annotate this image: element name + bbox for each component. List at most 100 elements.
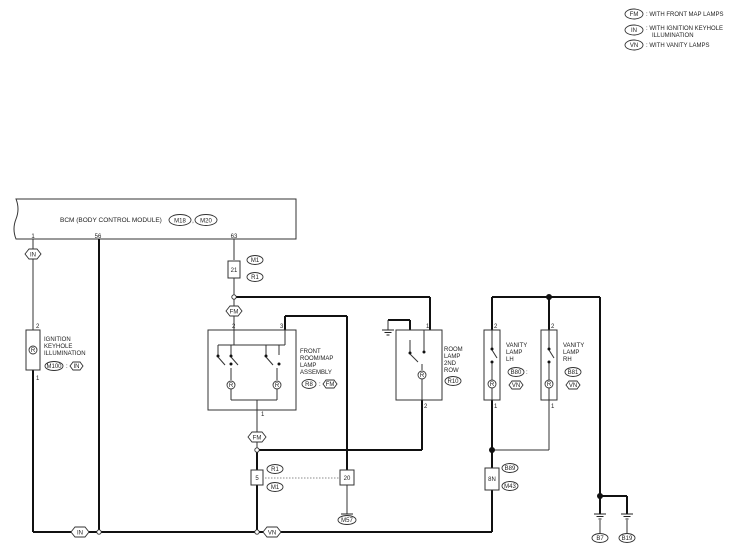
svg-text:IN: IN	[30, 252, 36, 258]
connector-mid: 5 20 R1 M1 M57	[250, 464, 357, 525]
svg-text:2: 2	[424, 404, 428, 410]
svg-text:1: 1	[426, 324, 430, 330]
legend-vn-code: VN	[630, 43, 638, 49]
svg-text:M1: M1	[251, 258, 260, 264]
vanity-lh-line1: VANITY	[506, 343, 527, 349]
svg-text:M43: M43	[504, 484, 516, 490]
svg-text:R: R	[490, 382, 495, 388]
svg-text:21: 21	[231, 268, 238, 274]
splices	[96, 294, 603, 535]
svg-text:R: R	[229, 383, 234, 389]
keyhole-pin-bot: 1	[36, 376, 40, 382]
tag-fm-mid: FM	[247, 431, 267, 443]
svg-text:2: 2	[551, 324, 555, 330]
svg-text:VN: VN	[268, 530, 276, 536]
legend-fm-text: : WITH FRONT MAP LAMPS	[646, 12, 723, 18]
svg-text::: :	[319, 382, 321, 388]
connector-r1: 21 M1 R1	[227, 255, 264, 282]
bcm-sep: ,	[192, 218, 194, 224]
ground-b19: B19	[622, 536, 633, 542]
svg-text:20: 20	[344, 476, 351, 482]
keyhole-pin-top: 2	[36, 324, 40, 330]
vanity-rh-line3: RH	[563, 357, 572, 363]
vanity-lh-line3: LH	[506, 357, 514, 363]
svg-text:R: R	[275, 383, 280, 389]
vanity-lh-conn: B80	[511, 370, 522, 376]
room-lamp-line2: LAMP	[444, 354, 460, 360]
legend-fm-pill	[624, 8, 644, 20]
vanity-rh-line2: LAMP	[563, 350, 579, 356]
ground-symbol	[594, 513, 606, 520]
ground-b7: B7	[596, 536, 604, 542]
vanity-rh-tag: VN	[569, 383, 577, 389]
svg-text:1: 1	[551, 404, 555, 410]
svg-text:FM: FM	[253, 435, 262, 441]
tag-fm-top: FM	[225, 305, 243, 317]
room-lamp-line3: 2ND	[444, 361, 457, 367]
bcm-box	[13, 198, 297, 240]
splice-open	[96, 529, 102, 535]
vanity-rh-line1: VANITY	[563, 343, 584, 349]
front-lamp-tag: FM	[326, 382, 335, 388]
legend-in-text: : WITH IGNITION KEYHOLE	[646, 26, 723, 32]
room-lamp-box	[395, 329, 443, 401]
bcm-conn2-pill	[194, 214, 218, 226]
splice-open	[254, 529, 260, 535]
svg-text::: :	[526, 370, 528, 376]
svg-text:R1: R1	[251, 275, 259, 281]
connector-b89: 8N B89 M43	[484, 463, 519, 491]
ground-symbol	[382, 329, 394, 336]
vanity-lh-line2: LAMP	[506, 350, 522, 356]
keyhole-line3: ILLUMINATION	[44, 351, 86, 357]
svg-text:B89: B89	[505, 466, 516, 472]
svg-text:M1: M1	[271, 485, 280, 491]
svg-text:R1: R1	[271, 467, 279, 473]
front-lamp-conn: R8	[305, 382, 313, 388]
front-lamp-box	[207, 329, 297, 411]
svg-text:8N: 8N	[488, 477, 496, 483]
svg-text:1: 1	[261, 412, 265, 418]
svg-text:R: R	[420, 373, 425, 379]
bcm-label: BCM (BODY CONTROL MODULE)	[60, 217, 162, 224]
legend-vn-pill	[624, 39, 644, 51]
bcm-conn2: M20	[200, 218, 212, 224]
ground-symbol	[621, 513, 633, 520]
legend: FM : WITH FRONT MAP LAMPS IN : WITH IGNI…	[624, 8, 723, 51]
front-lamp-line2: ROOM/MAP	[300, 356, 333, 362]
bcm-module: BCM (BODY CONTROL MODULE) M18 , M20 1 56…	[13, 198, 297, 240]
svg-text::: :	[66, 364, 68, 370]
legend-vn-text: : WITH VANITY LAMPS	[646, 43, 709, 49]
svg-text:R: R	[547, 382, 552, 388]
keyhole-tag: IN	[74, 364, 80, 370]
front-lamp-line4: ASSEMBLY	[300, 370, 332, 376]
legend-in-code: IN	[631, 28, 637, 34]
legend-in-pill	[624, 24, 644, 36]
bcm-conn1: M18	[174, 218, 186, 224]
svg-text:3: 3	[280, 324, 284, 330]
splice-open	[254, 447, 260, 453]
tag-vn-bottom: VN	[262, 526, 282, 538]
legend-in-text2: ILLUMINATION	[652, 33, 694, 39]
ground-m57: M57	[341, 518, 353, 524]
bcm-pin-1: 1	[31, 234, 35, 240]
svg-text:2: 2	[232, 324, 236, 330]
room-lamp-line1: ROOM	[444, 347, 463, 353]
front-lamp-assembly: 2 3 1 R R FRONT ROOM/MAP LA	[207, 324, 338, 418]
tag-in-top: IN	[24, 248, 42, 260]
legend-fm-code: FM	[630, 12, 639, 18]
keyhole-conn: M100	[46, 364, 62, 370]
bcm-pin-56: 56	[95, 234, 102, 240]
bcm-pin-63: 63	[231, 234, 238, 240]
room-lamp-conn: R10	[447, 379, 459, 385]
svg-text:1: 1	[494, 404, 498, 410]
front-lamp-line1: FRONT	[300, 349, 321, 355]
keyhole-line1: IGNITION	[44, 337, 71, 343]
splice-dot	[489, 447, 495, 453]
room-lamp-2nd-row: 1 2 R ROOM LAMP 2ND ROW R10	[395, 324, 463, 410]
vanity-lamp-lh: 2 1 R VANITY LAMP LH B80 : VN	[483, 324, 528, 410]
vanity-lamp-rh: 2 1 R VANITY LAMP RH B81 VN	[540, 324, 584, 410]
front-lamp-line3: LAMP	[300, 363, 316, 369]
ground-labels: B7 B19	[591, 520, 636, 543]
keyhole-illumination: R 2 1 IGNITION KEYHOLE ILLUMINATION M100…	[25, 324, 86, 382]
